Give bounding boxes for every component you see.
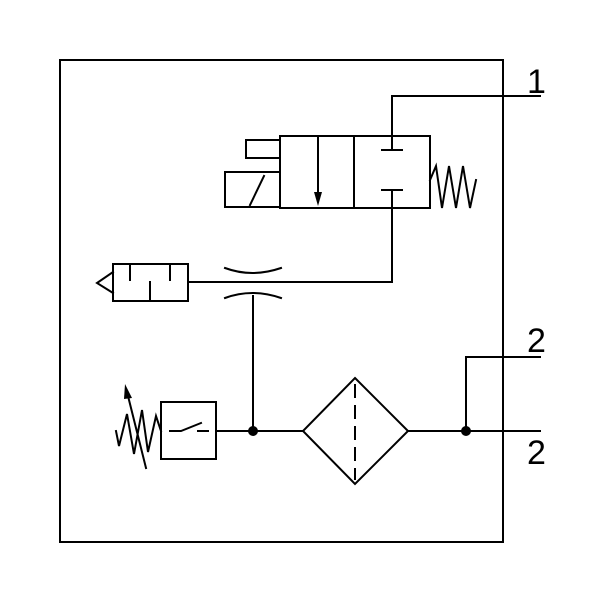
solenoid-coil-diagonal	[248, 174, 266, 207]
silencer-tip-icon	[95, 270, 115, 295]
switch-contact-icon	[169, 421, 203, 432]
solenoid-valve	[224, 135, 478, 209]
restrictor-upper-arc	[223, 266, 283, 274]
filter	[301, 376, 410, 486]
filter-body-icon	[301, 376, 410, 486]
port-2-upper-label: 2	[527, 322, 546, 360]
line-to-port-2-upper	[465, 356, 541, 432]
line-to-port-1	[391, 95, 541, 137]
adjust-arrow-line	[126, 394, 148, 470]
line-valve-to-silencer	[187, 207, 393, 283]
restrictor-lower-arc	[223, 292, 283, 300]
junction-dot-left	[248, 426, 258, 436]
flow-arrow-head	[314, 192, 322, 206]
adjust-arrow-head	[124, 384, 132, 399]
silencer	[95, 263, 189, 302]
pressure-switch	[114, 384, 217, 470]
port-1-label: 1	[527, 63, 546, 101]
port-2-lower-label: 2	[527, 434, 546, 472]
return-spring-icon	[428, 162, 478, 209]
housing-frame	[59, 59, 504, 543]
adjustable-spring-icon	[114, 409, 163, 455]
manual-override-icon	[245, 139, 281, 159]
